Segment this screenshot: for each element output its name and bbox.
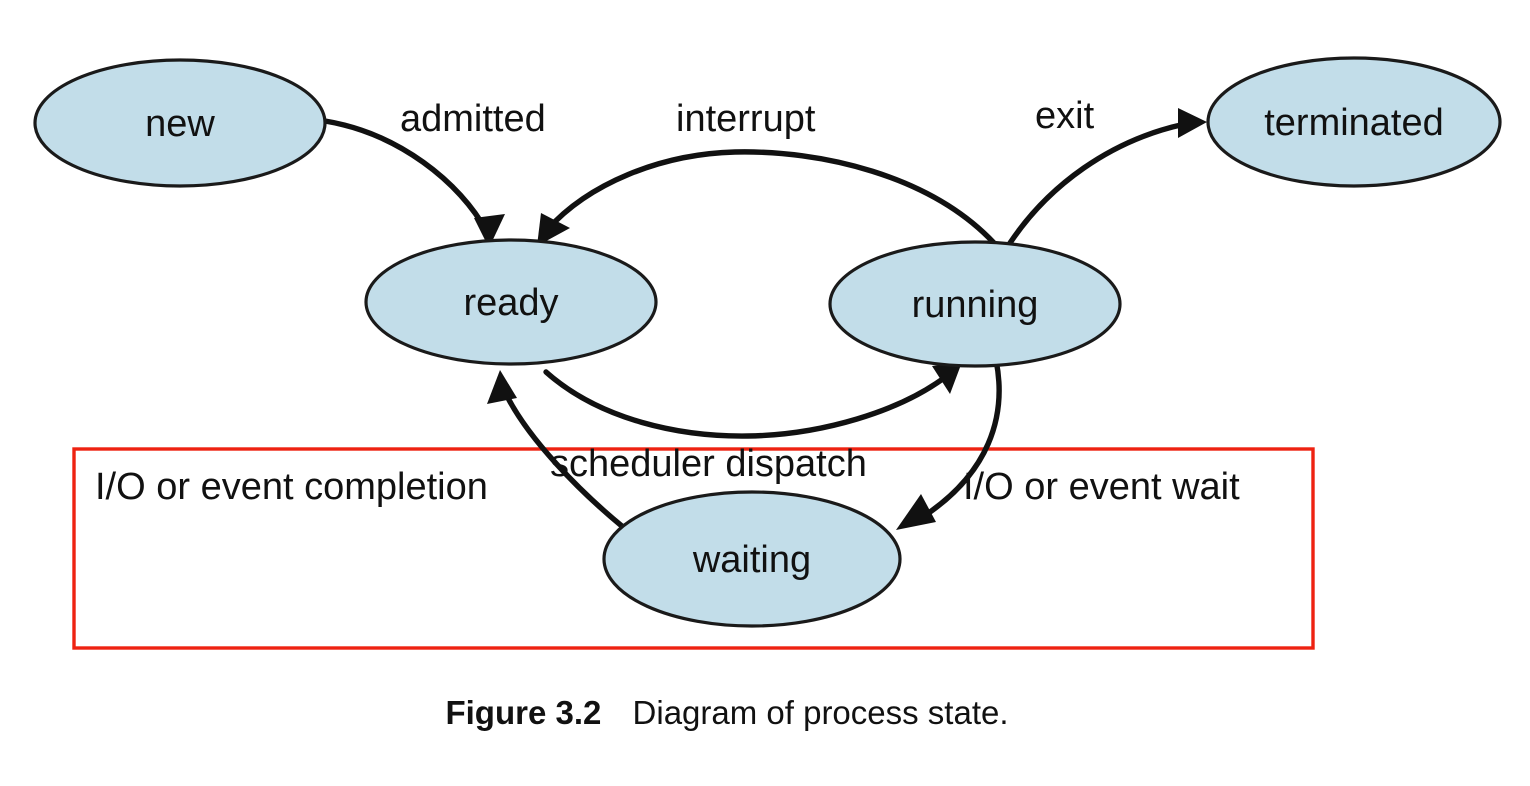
node-ready-shape[interactable] bbox=[364, 238, 658, 366]
edge-new-to-ready-path bbox=[322, 118, 490, 235]
highlight-region-box bbox=[72, 447, 1315, 650]
node-waiting-shape[interactable] bbox=[602, 490, 902, 628]
edge-running-to-waiting-arrowhead bbox=[896, 494, 936, 530]
edge-new-to-ready-arrowhead bbox=[474, 214, 505, 248]
edge-running-to-ready-path bbox=[544, 149, 997, 246]
node-waiting[interactable]: waiting bbox=[602, 490, 902, 628]
node-ready[interactable]: ready bbox=[364, 238, 658, 366]
edge-running-to-waiting bbox=[896, 357, 1002, 530]
edge-ready-to-running bbox=[543, 362, 962, 439]
figure-caption-title: Diagram of process state. bbox=[633, 694, 1009, 731]
node-terminated-label: terminated bbox=[1264, 102, 1444, 144]
node-terminated-shape[interactable] bbox=[1206, 56, 1502, 188]
node-running-shape[interactable] bbox=[828, 240, 1122, 368]
edge-waiting-to-ready bbox=[487, 370, 626, 530]
figure-caption-number: Figure 3.2 bbox=[445, 694, 601, 731]
edge-label-scheduler-dispatch: scheduler dispatch bbox=[550, 443, 867, 485]
edge-running-to-waiting-path bbox=[927, 357, 1002, 515]
edge-label-exit: exit bbox=[1035, 95, 1095, 137]
node-running-label: running bbox=[912, 284, 1039, 326]
node-terminated[interactable]: terminated bbox=[1206, 56, 1502, 188]
node-new-shape[interactable] bbox=[33, 58, 327, 188]
node-ready-label: ready bbox=[463, 282, 558, 324]
edge-running-to-terminated-path bbox=[1007, 121, 1188, 246]
node-running[interactable]: running bbox=[828, 240, 1122, 368]
edge-running-to-terminated-arrowhead bbox=[1178, 108, 1207, 138]
edge-label-io-event-completion: I/O or event completion bbox=[95, 466, 488, 508]
node-waiting-label: waiting bbox=[692, 539, 811, 581]
figure-caption: Figure 3.2 Diagram of process state. bbox=[445, 694, 1008, 731]
edge-waiting-to-ready-arrowhead bbox=[487, 370, 517, 404]
edge-ready-to-running-arrowhead bbox=[932, 362, 962, 394]
edge-ready-to-running-path bbox=[543, 369, 951, 439]
edge-running-to-ready-arrowhead bbox=[537, 213, 570, 246]
node-new-label: new bbox=[145, 103, 215, 145]
edge-label-io-event-wait: I/O or event wait bbox=[963, 466, 1240, 508]
node-new[interactable]: new bbox=[33, 58, 327, 188]
edge-running-to-terminated bbox=[1007, 108, 1207, 246]
edge-waiting-to-ready-path bbox=[505, 395, 626, 530]
edge-label-admitted: admitted bbox=[400, 98, 546, 140]
edge-label-interrupt: interrupt bbox=[676, 98, 816, 140]
edge-running-to-ready bbox=[537, 149, 997, 246]
edge-new-to-ready bbox=[322, 118, 505, 248]
